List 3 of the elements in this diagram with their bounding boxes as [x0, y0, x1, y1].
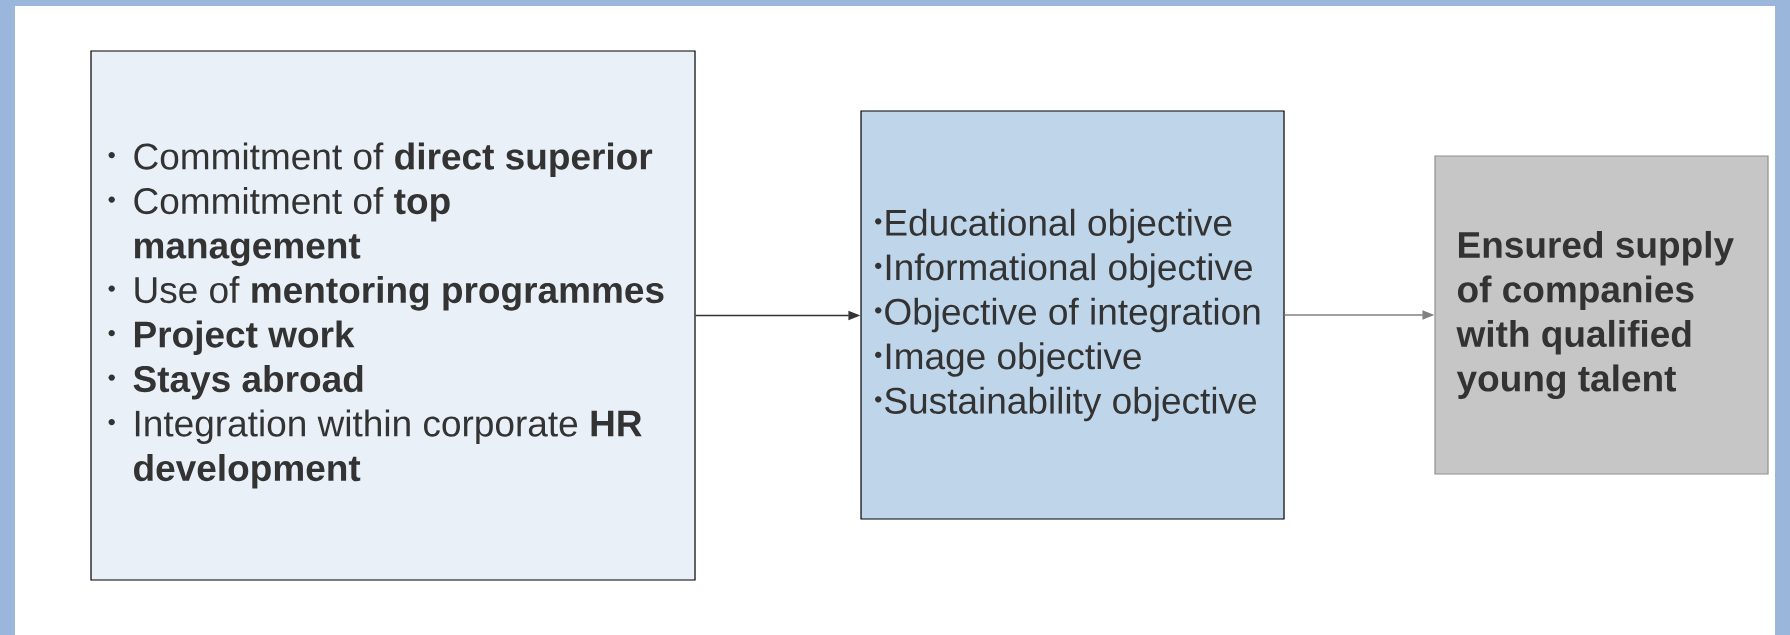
- text-box: Commitment of direct superior Commitment of top management Use of mentoring programmes Project work Stays abroad Integration within corporate HR development: [90, 50, 696, 581]
- text-box: Educational objective Informational objective Objective of integration Image objective Sustainability objective: [860, 110, 1285, 520]
- text-box: Ensured supply of companies with qualified young talent: [1434, 155, 1769, 475]
